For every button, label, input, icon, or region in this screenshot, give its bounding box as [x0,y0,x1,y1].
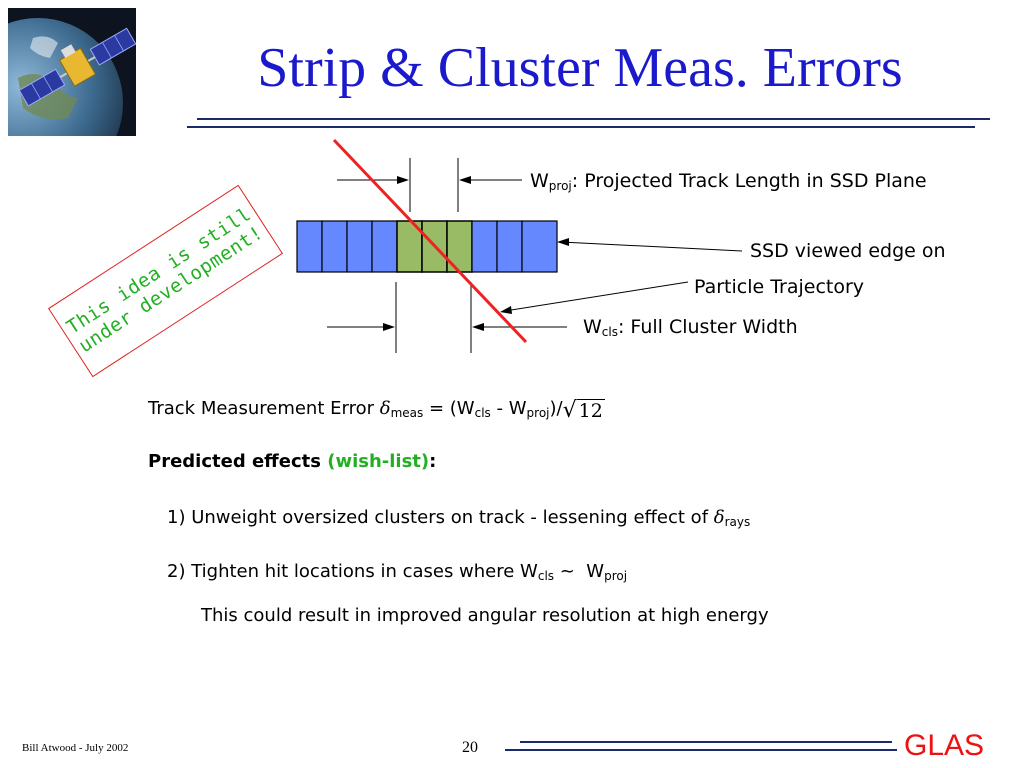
formula-part-3: )/ [549,398,563,419]
ssd-label: SSD viewed edge on [750,240,946,262]
measurement-error-formula: Track Measurement Error δmeas = (Wcls - … [148,398,605,423]
footer-author: Bill Atwood - July 2002 [22,742,129,754]
wproj-description: : Projected Track Length in SSD Plane [571,170,927,192]
wcls-description: : Full Cluster Width [617,316,798,338]
effect-item-1: 1) Unweight oversized clusters on track … [167,507,750,529]
ssd-strip [321,220,348,273]
formula-sub-1: cls [474,406,491,420]
footer-rule-top [520,741,892,743]
glas-logo: GLAS [904,729,985,762]
footer-rule-bottom [505,749,897,751]
item2-sub-2: proj [604,569,628,583]
trajectory-pointer-line [504,281,689,312]
ssd-strip [371,220,398,273]
ssd-pointer-head [557,238,569,246]
delta-symbol: δ [379,398,391,419]
delta-rays-subscript: rays [724,515,751,529]
wproj-arrowhead-right [459,176,471,184]
formula-prefix: Track Measurement Error [148,398,380,419]
ssd-strip [346,220,373,273]
ssd-strip [471,220,498,273]
trajectory-pointer-head [500,306,512,314]
title-rule-top [197,118,990,120]
particle-trajectory-line [332,138,528,344]
delta-subscript: meas [390,406,424,420]
ssd-strip [496,220,523,273]
wcls-label: Wcls: Full Cluster Width [583,316,798,339]
wcls-symbol: W [583,316,602,338]
wproj-subscript: proj [548,179,572,193]
predicted-label: Predicted effects [148,451,328,472]
effect-item-1-text: 1) Unweight oversized clusters on track … [167,507,714,528]
item2-mid: ~ W [554,561,605,582]
wcls-arrowhead-left [383,323,395,331]
wproj-label: Wproj: Projected Track Length in SSD Pla… [530,170,927,193]
ssd-strip [296,220,323,273]
effect-item-2: 2) Tighten hit locations in cases where … [167,561,627,583]
ssd-strip-row [296,220,558,273]
predicted-effects-heading: Predicted effects (wish-list): [148,451,436,472]
ssd-strip [521,220,558,273]
angular-resolution-note: This could result in improved angular re… [201,605,769,626]
wcls-subscript: cls [601,325,618,339]
trajectory-label: Particle Trajectory [694,276,865,298]
slide-title: Strip & Cluster Meas. Errors [257,37,903,99]
predicted-colon: : [429,451,437,472]
effect-item-2-text: 2) Tighten hit locations in cases where … [167,561,538,582]
page-number: 20 [462,739,478,756]
item2-sub-1: cls [537,569,555,583]
wish-list-label: (wish-list) [327,451,430,472]
formula-sub-2: proj [526,406,550,420]
square-root: √12 [562,398,605,423]
wproj-symbol: W [530,170,549,192]
wcls-arrowhead-right [472,323,484,331]
formula-part-2: - W [490,398,527,419]
radicand: 12 [576,399,605,422]
title-rule-bottom [187,126,975,128]
delta-rays-symbol: δ [713,507,725,528]
satellite-image [8,8,136,136]
ssd-pointer-line [560,241,743,252]
wproj-arrowhead-left [397,176,409,184]
formula-part-1: = (W [423,398,475,419]
